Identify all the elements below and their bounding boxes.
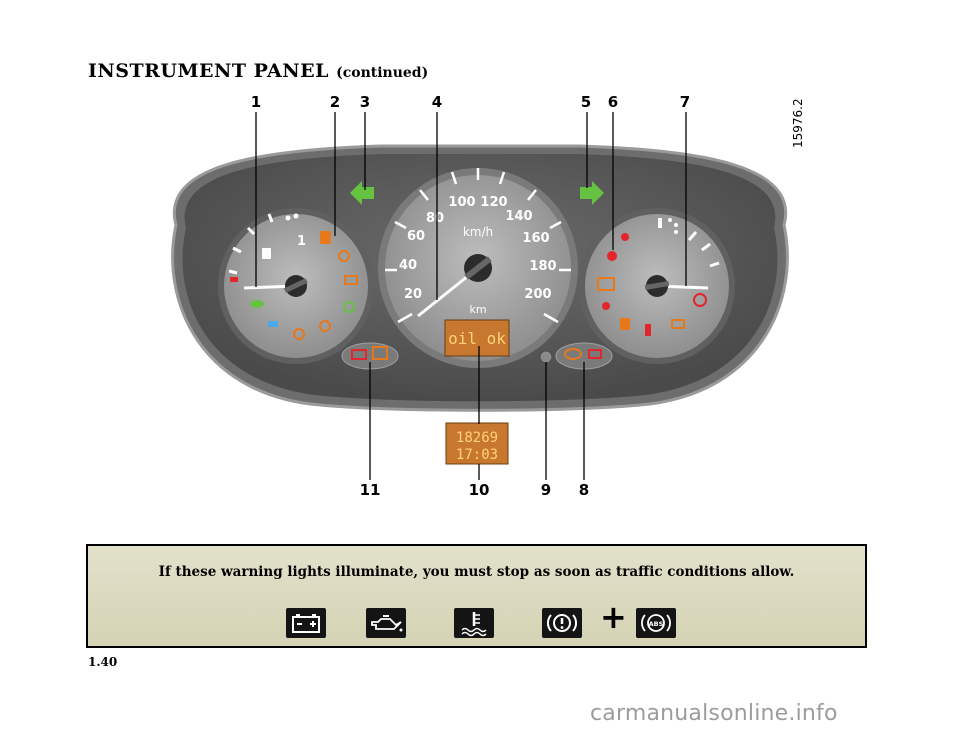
page-number: 1.40: [88, 655, 118, 669]
odometer-clock-display: 18269 17:03: [445, 422, 509, 465]
callout-6: 6: [608, 93, 618, 111]
callout-9: 9: [541, 481, 551, 499]
page-title-main: INSTRUMENT PANEL: [88, 60, 329, 82]
odometer-value: 18269: [456, 430, 498, 446]
speed-tick-60: 60: [407, 229, 425, 244]
warning-box: If these warning lights illuminate, you …: [86, 544, 867, 648]
callout-7: 7: [680, 93, 690, 111]
speed-tick-160: 160: [522, 231, 549, 246]
lower-right-warning-housing: [555, 342, 613, 370]
reset-button: [539, 350, 553, 364]
speed-tick-80: 80: [426, 211, 444, 226]
oil-pressure-icon: [366, 608, 406, 638]
left-turn-indicator: [350, 181, 374, 205]
callout-4: 4: [432, 93, 442, 111]
callout-5: 5: [581, 93, 591, 111]
coolant-temperature-icon: [454, 608, 494, 638]
speed-tick-140: 140: [505, 209, 532, 224]
plus-sign: +: [600, 598, 627, 636]
speed-unit-label: km/h: [463, 225, 493, 239]
abs-icon: ABS: [636, 608, 676, 638]
clock-value: 17:03: [456, 447, 498, 463]
speed-tick-200: 200: [524, 287, 551, 302]
lower-left-warning-housing: [341, 342, 399, 370]
callout-8: 8: [579, 481, 589, 499]
figure-code: 15976.2: [791, 98, 805, 148]
callout-11: 11: [360, 481, 381, 499]
speed-tick-180: 180: [529, 259, 556, 274]
watermark: carmanualsonline.info: [590, 701, 838, 726]
odometer-unit-label: km: [469, 303, 486, 316]
speed-tick-40: 40: [399, 258, 417, 273]
callout-3: 3: [360, 93, 370, 111]
fuel-gauge: 1: [218, 208, 374, 364]
fuel-gauge-label: 1: [297, 234, 306, 249]
callout-2: 2: [330, 93, 340, 111]
brake-warning-icon: [542, 608, 582, 638]
callout-1: 1: [251, 93, 261, 111]
callout-10: 10: [469, 481, 490, 499]
main-display-text: oil ok: [448, 329, 506, 348]
page-title-suffix: (continued): [336, 65, 429, 81]
warning-message: If these warning lights illuminate, you …: [158, 564, 795, 580]
speed-tick-20: 20: [404, 287, 422, 302]
temperature-gauge: [579, 208, 735, 364]
speed-tick-100: 100: [448, 195, 475, 210]
right-turn-indicator: [580, 181, 604, 205]
battery-icon: [286, 608, 326, 638]
abs-icon-text: ABS: [649, 620, 664, 628]
instrument-panel-figure: 1 20 40: [171, 93, 805, 499]
speedometer: 20 40 60 80 100 120 140 160 180 200 km/h…: [378, 168, 578, 368]
speed-tick-120: 120: [480, 195, 507, 210]
page-title: INSTRUMENT PANEL (continued): [88, 60, 428, 82]
